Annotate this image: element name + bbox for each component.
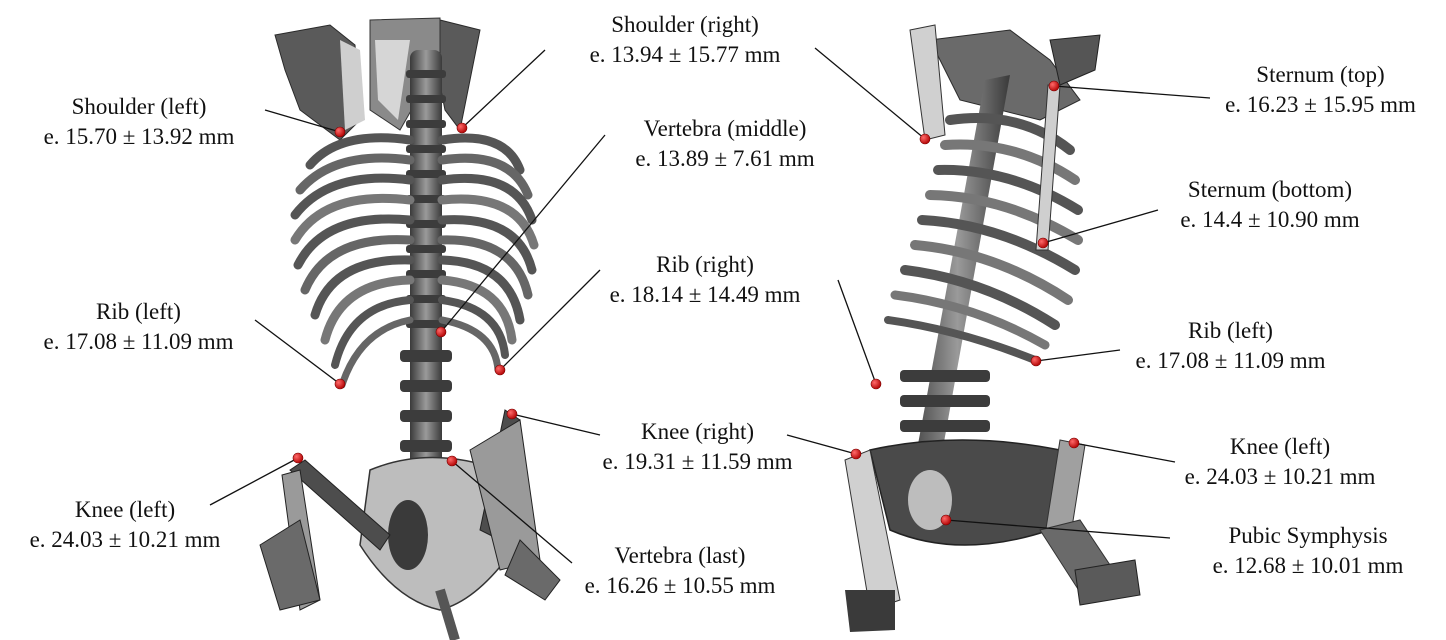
label-error: e. 19.31 ± 11.59 mm [570, 447, 825, 477]
label-error: e. 18.14 ± 14.49 mm [580, 280, 830, 310]
marker-pubic-symphysis [941, 515, 951, 525]
label-name: Rib (left) [16, 297, 261, 327]
label-r-rib-left: Rib (left) e. 17.08 ± 11.09 mm [1108, 316, 1353, 376]
skeleton-dorsal-view [260, 18, 560, 640]
label-sternum-top: Sternum (top) e. 16.23 ± 15.95 mm [1198, 60, 1443, 120]
label-name: Rib (right) [580, 250, 830, 280]
right-view-pelvis [870, 440, 1060, 545]
label-name: Sternum (bottom) [1150, 175, 1390, 205]
marker-r-shoulder-right [920, 134, 930, 144]
label-name: Shoulder (right) [565, 10, 805, 40]
ribs-right-side [442, 138, 534, 370]
marker-knee-left [293, 453, 303, 463]
label-error: e. 16.26 ± 10.55 mm [555, 571, 805, 601]
marker-sternum-top [1049, 81, 1059, 91]
marker-vertebra-last [447, 456, 457, 466]
label-knee-left: Knee (left) e. 24.03 ± 10.21 mm [0, 495, 250, 555]
label-rib-left: Rib (left) e. 17.08 ± 11.09 mm [16, 297, 261, 357]
marker-r-rib-left [1031, 356, 1041, 366]
label-knee-right: Knee (right) e. 19.31 ± 11.59 mm [570, 417, 825, 477]
label-shoulder-right: Shoulder (right) e. 13.94 ± 15.77 mm [565, 10, 805, 70]
right-view-left-foot [845, 590, 895, 632]
label-error: e. 17.08 ± 11.09 mm [1108, 346, 1353, 376]
label-r-knee-left: Knee (left) e. 24.03 ± 10.21 mm [1150, 432, 1410, 492]
label-name: Knee (left) [1150, 432, 1410, 462]
marker-vertebra-middle [436, 327, 446, 337]
label-pubic-symphysis: Pubic Symphysis e. 12.68 ± 10.01 mm [1183, 521, 1433, 581]
ribs-left-side [295, 138, 410, 385]
label-name: Rib (left) [1108, 316, 1353, 346]
pelvis-foramen [388, 500, 428, 570]
label-error: e. 14.4 ± 10.90 mm [1150, 205, 1390, 235]
marker-r-knee-left [1069, 438, 1079, 448]
label-shoulder-left: Shoulder (left) e. 15.70 ± 13.92 mm [14, 92, 264, 152]
label-name: Shoulder (left) [14, 92, 264, 122]
label-error: e. 17.08 ± 11.09 mm [16, 327, 261, 357]
label-name: Pubic Symphysis [1183, 521, 1433, 551]
marker-r-rib-right [871, 379, 881, 389]
label-error: e. 16.23 ± 15.95 mm [1198, 90, 1443, 120]
marker-knee-right [507, 409, 517, 419]
label-name: Knee (right) [570, 417, 825, 447]
label-rib-right: Rib (right) e. 18.14 ± 14.49 mm [580, 250, 830, 310]
label-error: e. 15.70 ± 13.92 mm [14, 122, 264, 152]
label-error: e. 24.03 ± 10.21 mm [1150, 462, 1410, 492]
label-error: e. 13.94 ± 15.77 mm [565, 40, 805, 70]
label-error: e. 12.68 ± 10.01 mm [1183, 551, 1433, 581]
label-name: Knee (left) [0, 495, 250, 525]
label-error: e. 24.03 ± 10.21 mm [0, 525, 250, 555]
label-sternum-bottom: Sternum (bottom) e. 14.4 ± 10.90 mm [1150, 175, 1390, 235]
marker-shoulder-left [335, 127, 345, 137]
left-foot [260, 520, 320, 610]
label-vertebra-last: Vertebra (last) e. 16.26 ± 10.55 mm [555, 541, 805, 601]
label-vertebra-middle: Vertebra (middle) e. 13.89 ± 7.61 mm [600, 114, 850, 174]
label-name: Vertebra (last) [555, 541, 805, 571]
marker-r-knee-right [851, 449, 861, 459]
skeleton-ventral-view [845, 25, 1140, 632]
label-name: Vertebra (middle) [600, 114, 850, 144]
label-name: Sternum (top) [1198, 60, 1443, 90]
marker-sternum-bottom [1038, 238, 1048, 248]
right-view-lumbar [900, 370, 990, 432]
marker-rib-left [335, 379, 345, 389]
label-error: e. 13.89 ± 7.61 mm [600, 144, 850, 174]
marker-rib-right [495, 365, 505, 375]
marker-shoulder-right [457, 123, 467, 133]
